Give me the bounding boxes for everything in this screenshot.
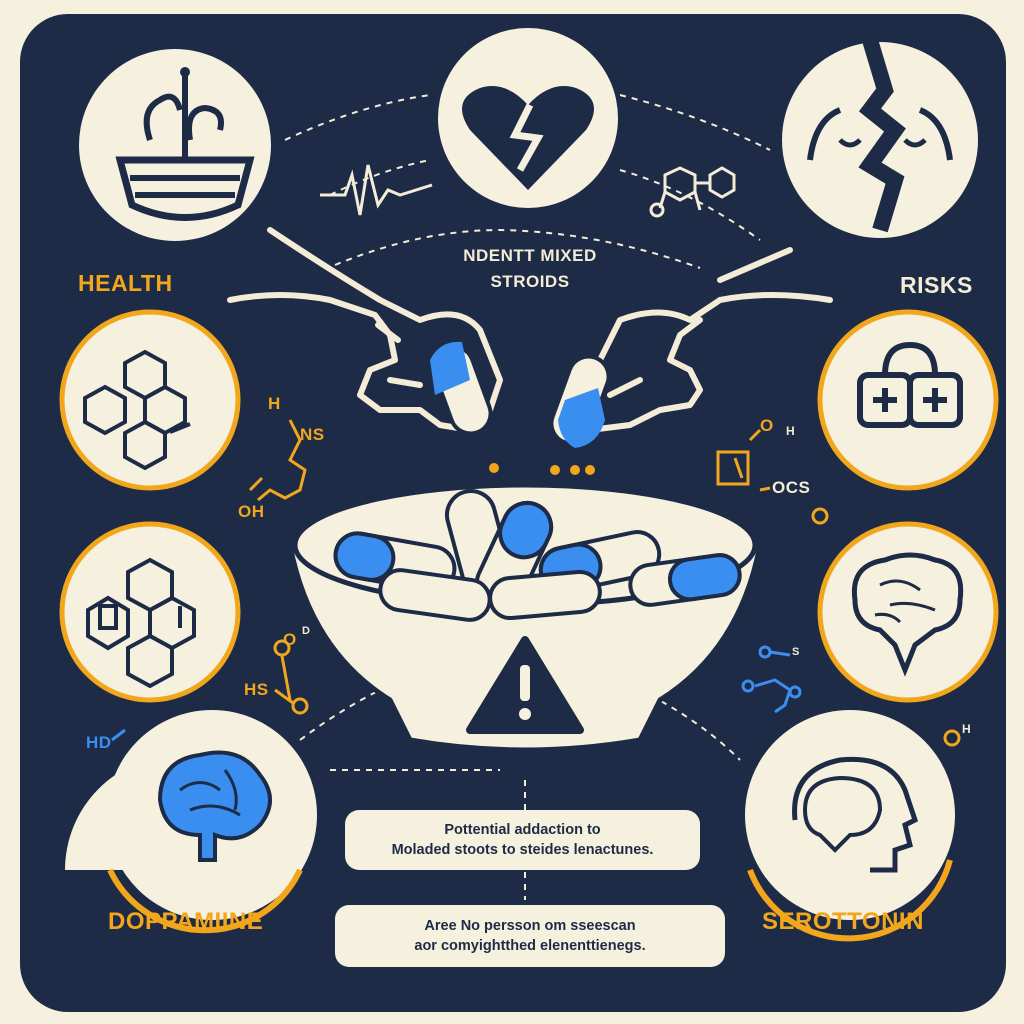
addiction-callout-line-2: Moladed stoots to steides lenactunes. bbox=[391, 842, 654, 858]
center-title-line-1: NDENTT MIXED bbox=[463, 246, 597, 265]
blue-brain-icon bbox=[65, 710, 317, 934]
dopamine-label: DOPPAMIINE bbox=[108, 908, 264, 935]
broken-heart-icon bbox=[438, 28, 618, 208]
chem-label-h: H bbox=[268, 394, 281, 413]
chem-fragment-left bbox=[248, 419, 307, 502]
right-hand-icon bbox=[567, 247, 833, 433]
capsule-left-hand bbox=[430, 341, 493, 436]
chem-fragment-blue bbox=[741, 645, 802, 714]
heartbeat-line bbox=[320, 164, 433, 216]
chem-label-ns: NS bbox=[300, 425, 325, 444]
first-aid-icon bbox=[817, 309, 999, 491]
chem-label-h-far: H bbox=[962, 722, 972, 736]
chem-label-hs: HS bbox=[244, 680, 269, 699]
chem-label-o-right: O bbox=[760, 416, 774, 435]
chem-label-hd: HD bbox=[86, 733, 112, 752]
steaming-bowl-icon bbox=[79, 49, 271, 241]
chem-fragment-ocs bbox=[716, 428, 829, 525]
serotonin-label: SEROTTONIN bbox=[762, 908, 924, 935]
chem-label-h-right: H bbox=[786, 424, 796, 438]
chem-label-d-small: D bbox=[302, 625, 311, 637]
health-label: HEALTH bbox=[78, 270, 173, 296]
hexagon-molecule-icon-1 bbox=[59, 309, 241, 491]
chem-fragment-far-right bbox=[943, 729, 961, 747]
risks-label: RISKS bbox=[900, 272, 973, 298]
addiction-callout-line-1: Pottential addaction to bbox=[444, 822, 601, 838]
cracked-torso-icon bbox=[782, 37, 978, 238]
hexagon-molecule-icon-2 bbox=[59, 521, 241, 703]
molecule-icon-top bbox=[649, 166, 736, 218]
pill-bowl-icon bbox=[287, 482, 763, 753]
center-title: NDENTT MIXED STROIDS bbox=[420, 243, 640, 295]
capsule-right-hand bbox=[549, 354, 611, 448]
chem-fragment-hd bbox=[111, 728, 126, 742]
chem-label-o-small: O bbox=[283, 630, 297, 649]
chem-label-oh: OH bbox=[238, 502, 265, 521]
disclaimer-callout-line-1: Aree No persson om sseescan bbox=[424, 918, 636, 934]
head-profile-brain-icon bbox=[745, 710, 955, 942]
disclaimer-callout-line-2: aor comyightthed elenenttienegs. bbox=[414, 938, 646, 954]
addiction-callout: Pottential addaction to Moladed stoots t… bbox=[345, 810, 700, 870]
chem-fragment-hs bbox=[273, 639, 309, 715]
center-title-line-2: STROIDS bbox=[490, 272, 570, 291]
brain-icon-right bbox=[817, 521, 999, 703]
disclaimer-callout: Aree No persson om sseescan aor comyight… bbox=[335, 905, 725, 967]
chem-label-o-far: O bbox=[942, 730, 943, 731]
chem-label-ocs: OCS bbox=[772, 478, 811, 497]
left-hand-icon bbox=[227, 227, 503, 433]
chem-label-s-small: S bbox=[792, 646, 800, 658]
